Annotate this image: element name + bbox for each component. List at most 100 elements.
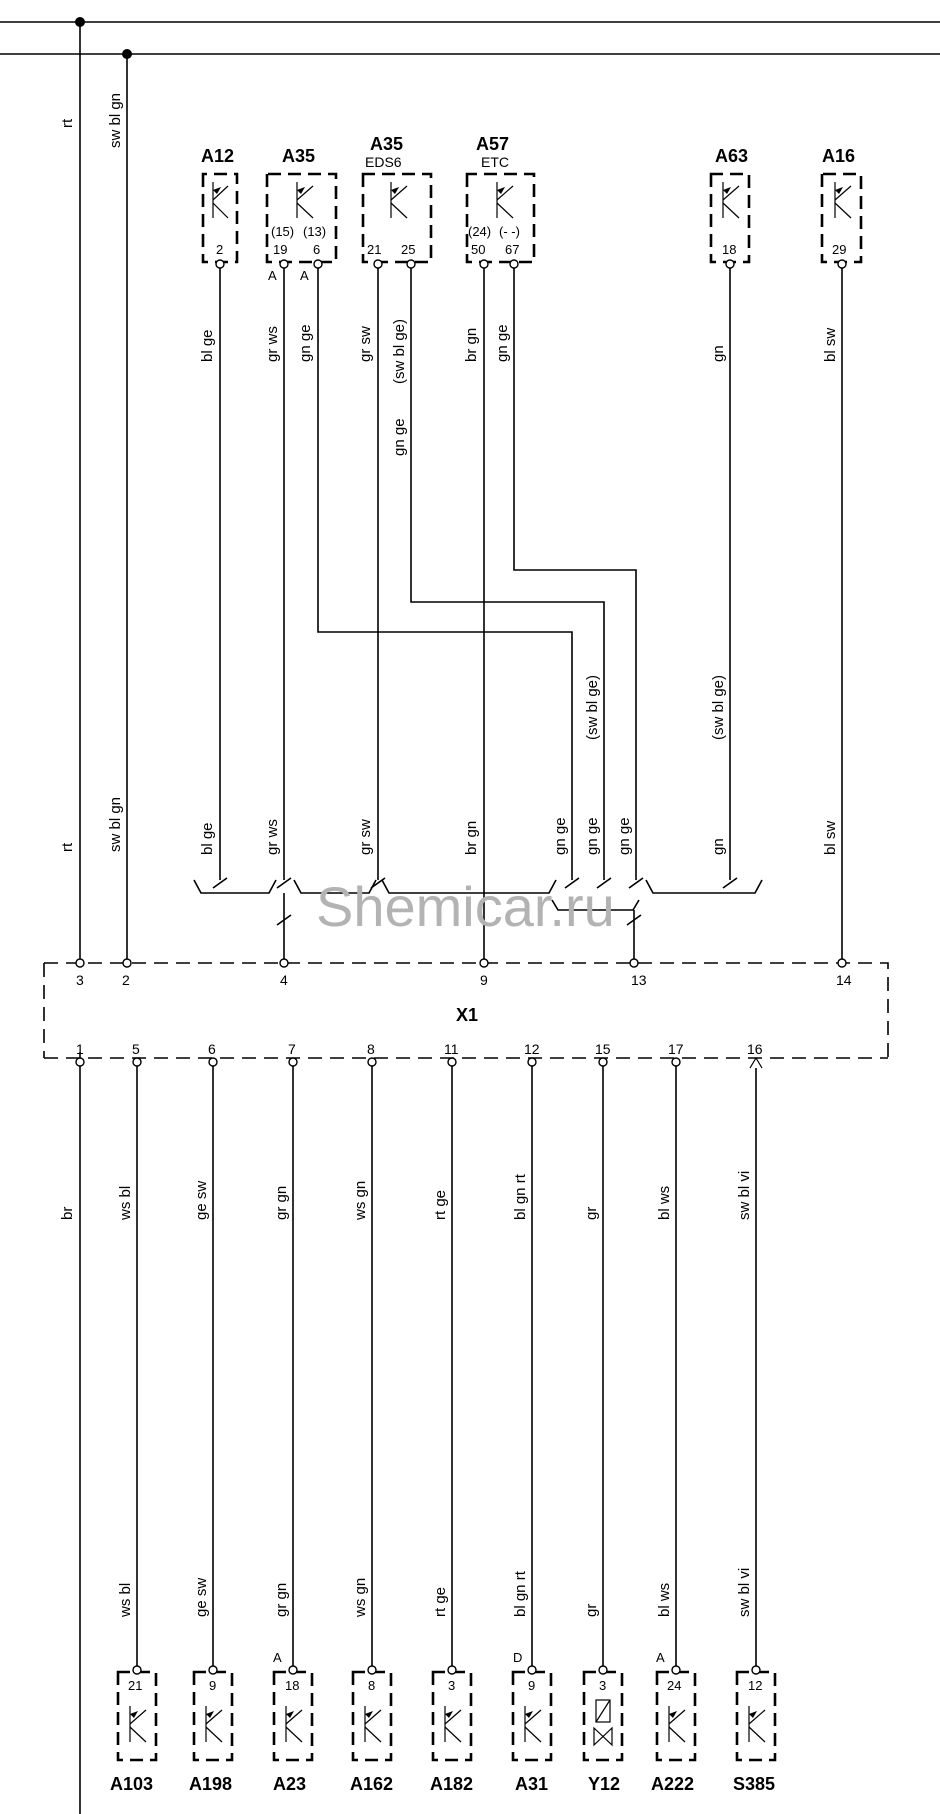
watermark: Shemicar.ru	[316, 875, 615, 938]
component-a63-pin: 18	[722, 242, 736, 257]
bottom-wires	[136, 1066, 757, 1670]
component-a16-name: A16	[822, 146, 855, 166]
label-gn-ge-lower-2: gn ge	[584, 817, 601, 855]
sensor-symbol	[496, 182, 514, 219]
component-a35-name: A35	[282, 146, 315, 166]
component-s385: 12 S385	[733, 1665, 777, 1794]
component-s385-name: S385	[733, 1774, 775, 1794]
sensor-symbol	[748, 1706, 766, 1743]
x1-pin-4: 4	[280, 972, 288, 988]
label-ws-gn-upper: ws gn	[352, 1181, 369, 1221]
label-bl-ws-lower: bl ws	[656, 1583, 673, 1617]
x1-pin-16: 16	[747, 1041, 763, 1057]
label-sw-bl-gn-top: sw bl gn	[107, 93, 124, 148]
label-bl-ws-upper: bl ws	[656, 1186, 673, 1220]
x1-pin-9: 9	[480, 972, 488, 988]
bottom-wire-labels-lower: ws bl ge sw gr gn ws gn rt ge bl gn rt g…	[117, 1568, 753, 1618]
label-br-gn-lower: br gn	[463, 821, 480, 855]
label-gn-ge-lower-3: gn ge	[616, 817, 633, 855]
component-a31-name: A31	[515, 1774, 548, 1794]
label-gn-ge-a35: gn ge	[297, 324, 314, 362]
component-a35-eds6-sub: EDS6	[365, 154, 402, 170]
component-a182-name: A182	[430, 1774, 473, 1794]
label-gn-ge-eds: gn ge	[391, 418, 408, 456]
label-rt-top: rt	[59, 118, 76, 128]
component-a222: A 24 A222	[651, 1650, 697, 1794]
bottom-components: 21 A103 9 A198 A	[110, 1650, 777, 1794]
label-gr-gn-upper: gr gn	[273, 1186, 290, 1220]
x1-pin-2: 2	[122, 972, 130, 988]
component-a162: 8 A162	[350, 1665, 393, 1794]
component-a222-name: A222	[651, 1774, 694, 1794]
valve-symbol	[593, 1699, 613, 1747]
label-br-gn-top: br gn	[463, 328, 480, 362]
label-sw-bl-ge-mid: (sw bl ge)	[584, 675, 601, 740]
component-a31: D 9 A31	[511, 1650, 553, 1794]
component-s385-pin: 12	[748, 1678, 762, 1693]
label-bl-gn-rt-upper: bl gn rt	[512, 1173, 529, 1220]
component-a35-eds6-pin-25: 25	[401, 242, 415, 257]
component-a162-pin: 8	[368, 1678, 375, 1693]
connector-x1: X1 3 2 4 9 13 14 1 5 6 7	[43, 958, 889, 1069]
component-a31-pin: 9	[528, 1678, 535, 1693]
component-a35-pin-alt-2: (13)	[303, 224, 326, 239]
splice-bridges	[193, 877, 763, 960]
x1-pin-1: 1	[76, 1041, 84, 1057]
label-bl-sw-top: bl sw	[822, 328, 839, 362]
x1-pin-3: 3	[76, 972, 84, 988]
component-a35: A35 (15) (13) 19 6 A A	[265, 146, 338, 283]
x1-pin-17: 17	[668, 1041, 684, 1057]
sensor-symbol	[444, 1706, 462, 1743]
component-a35-mark-1: A	[268, 268, 277, 283]
component-a162-name: A162	[350, 1774, 393, 1794]
x1-pin-7: 7	[288, 1041, 296, 1057]
component-a198-pin: 9	[209, 1678, 216, 1693]
sensor-symbol	[722, 182, 740, 219]
component-a23-name: A23	[273, 1774, 306, 1794]
x1-pin-5: 5	[132, 1041, 140, 1057]
label-ws-gn-lower: ws gn	[352, 1578, 369, 1618]
component-a103-pin: 21	[128, 1678, 142, 1693]
component-a57-pin-67: 67	[505, 242, 519, 257]
label-ge-sw-lower: ge sw	[193, 1578, 210, 1617]
component-a35-eds6-pin-21: 21	[367, 242, 381, 257]
label-rt-ge-upper: rt ge	[432, 1190, 449, 1220]
component-y12-name: Y12	[588, 1774, 620, 1794]
x1-pin-12: 12	[524, 1041, 540, 1057]
component-a57-pin-alt-2: (- -)	[499, 224, 520, 239]
component-a23: A 18 A23	[272, 1650, 314, 1794]
sensor-symbol	[364, 1706, 382, 1743]
sensor-symbol	[834, 182, 852, 219]
label-sw-bl-vi-lower: sw bl vi	[736, 1568, 753, 1617]
component-a57-pin-alt-1: (24)	[468, 224, 491, 239]
label-gn-ge-a57: gn ge	[494, 324, 511, 362]
label-ws-bl-lower: ws bl	[117, 1583, 134, 1618]
sensor-symbol	[205, 1706, 223, 1743]
component-a57-pin-50: 50	[471, 242, 485, 257]
label-gr-lower: gr	[583, 1604, 600, 1617]
label-bl-sw-lower: bl sw	[822, 821, 839, 855]
component-a16: A16 29	[820, 146, 863, 264]
x1-pin-6: 6	[208, 1041, 216, 1057]
component-a222-pin: 24	[667, 1678, 681, 1693]
sensor-symbol	[668, 1706, 686, 1743]
label-gr-ws-lower: gr ws	[264, 819, 281, 855]
label-sw-bl-ge-a63: (sw bl ge)	[710, 675, 727, 740]
sensor-symbol	[212, 182, 229, 219]
component-a63: A63 18	[709, 146, 751, 264]
sensor-symbol	[524, 1706, 542, 1743]
component-a23-pin: 18	[285, 1678, 299, 1693]
label-gr-gn-lower: gr gn	[273, 1583, 290, 1617]
label-gn-ge-lower-1: gn ge	[552, 817, 569, 855]
component-a182: 3 A182	[430, 1665, 473, 1794]
component-a35-pin-19: 19	[273, 242, 287, 257]
label-gr-sw-top: gr sw	[357, 326, 374, 362]
component-a182-pin: 3	[448, 1678, 455, 1693]
label-ge-sw-upper: ge sw	[193, 1181, 210, 1220]
x1-pin-11: 11	[444, 1041, 459, 1057]
label-ws-bl-upper: ws bl	[117, 1186, 134, 1221]
sensor-symbol	[285, 1706, 303, 1743]
component-a35-pin-alt-1: (15)	[271, 224, 294, 239]
label-sw-bl-ge-eds: (sw bl ge)	[391, 319, 408, 384]
x1-pin-15: 15	[595, 1041, 611, 1057]
